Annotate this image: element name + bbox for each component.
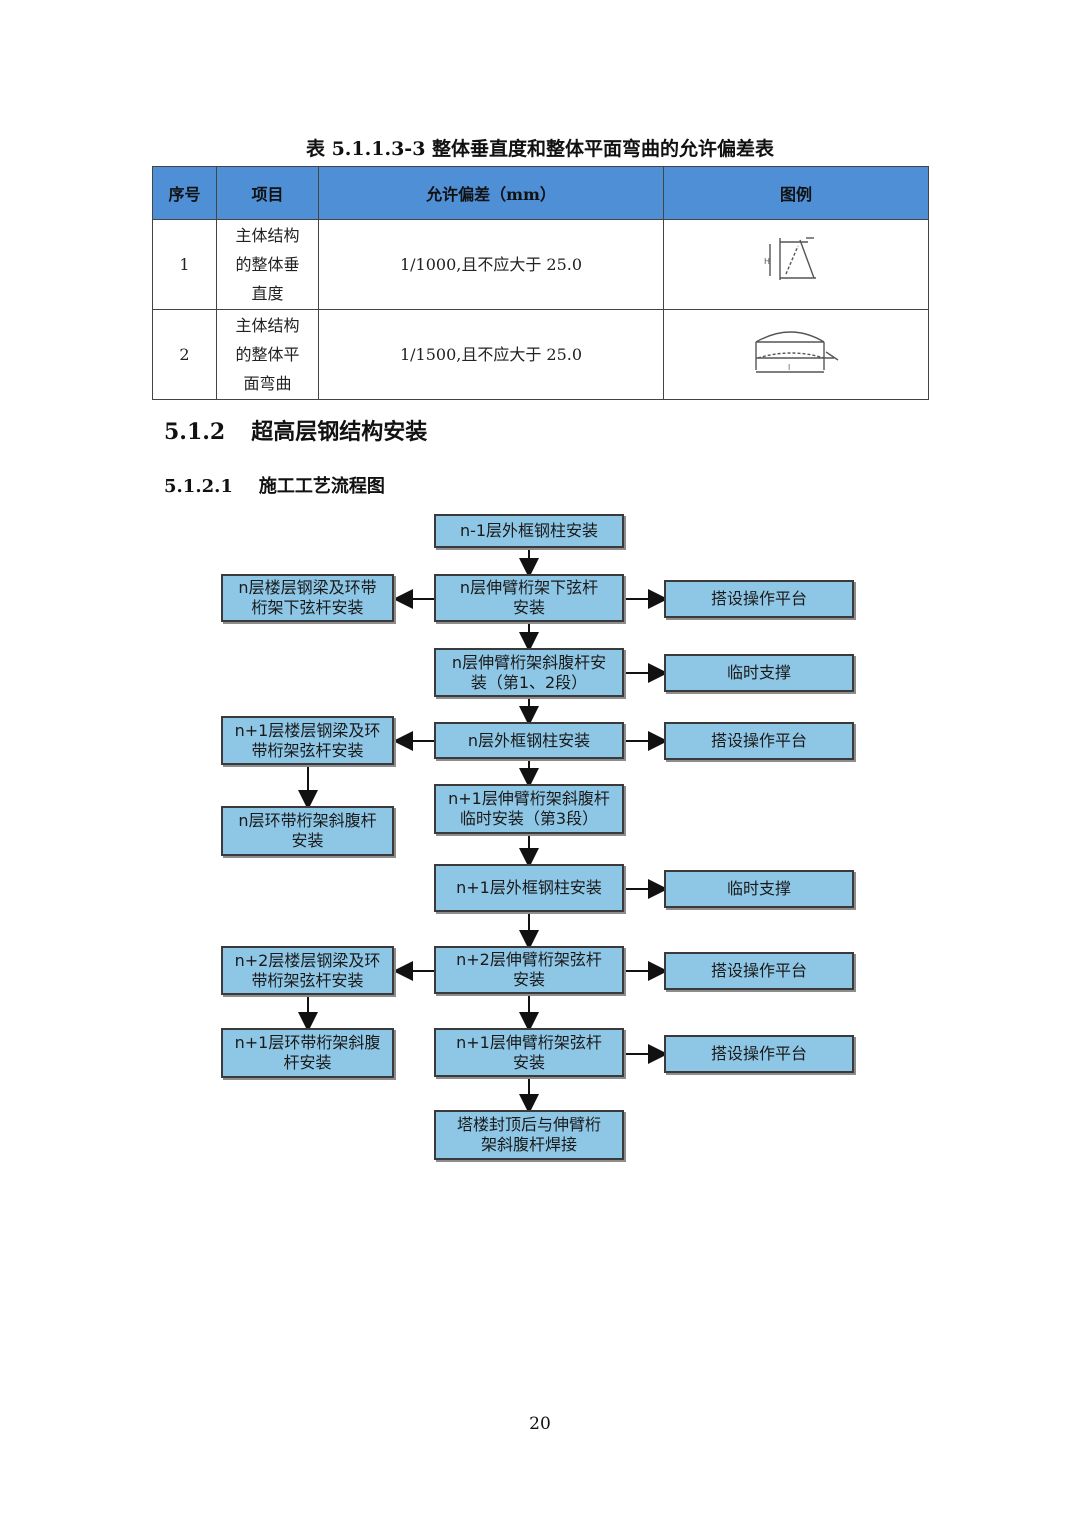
flow-side-step: 搭设操作平台 (664, 722, 854, 760)
flow-step: n+2层伸臂桁架弦杆 安装 (434, 946, 624, 994)
flow-step: n层外框钢柱安装 (434, 722, 624, 759)
vertical-deviation-diagram: H (764, 237, 816, 280)
flow-step: n+1层伸臂桁架弦杆 安装 (434, 1028, 624, 1077)
svg-text:H: H (764, 257, 770, 266)
flow-step: n+1层外框钢柱安装 (434, 864, 624, 912)
flow-side-step: 搭设操作平台 (664, 952, 854, 990)
table-row: 1 主体结构 的整体垂 直度 1/1000,且不应大于 25.0 H (152, 219, 929, 310)
subsection-number: 5.1.2.1 (164, 476, 233, 497)
table-header-row: 序号 项目 允许偏差（mm） 图例 (152, 166, 929, 220)
flow-side-step: n+1层楼层钢梁及环 带桁架弦杆安装 (221, 716, 394, 765)
table-title: 表 5.1.1.3-3 整体垂直度和整体平面弯曲的允许偏差表 (305, 138, 775, 160)
flow-side-step: n+1层环带桁架斜腹 杆安装 (221, 1028, 394, 1078)
flow-step: n+1层伸臂桁架斜腹杆 临时安装（第3段） (434, 784, 624, 834)
row-item: 主体结构 的整体垂 直度 (216, 219, 319, 310)
row-no: 1 (152, 219, 217, 310)
section-number: 5.1.2 (164, 419, 226, 445)
flow-side-step: n层环带桁架斜腹杆 安装 (221, 806, 394, 856)
flow-step: n层伸臂桁架下弦杆 安装 (434, 574, 624, 622)
flow-side-step: n层楼层钢梁及环带 桁架下弦杆安装 (221, 574, 394, 622)
flow-step: n层伸臂桁架斜腹杆安 装（第1、2段） (434, 648, 624, 697)
tolerance-table: 序号 项目 允许偏差（mm） 图例 1 主体结构 的整体垂 直度 1/1000,… (152, 166, 929, 400)
table-row: 2 主体结构 的整体平 面弯曲 1/1500,且不应大于 25.0 l (152, 309, 929, 400)
flow-step: 塔楼封顶后与伸臂桁 架斜腹杆焊接 (434, 1110, 624, 1160)
flow-side-step: 临时支撑 (664, 870, 854, 908)
flow-step: n-1层外框钢柱安装 (434, 514, 624, 548)
subsection-heading: 5.1.2.1 施工工艺流程图 (164, 472, 385, 498)
plane-bending-diagram: l (755, 331, 839, 373)
flow-side-step: 搭设操作平台 (664, 580, 854, 618)
flow-side-step: 搭设操作平台 (664, 1035, 854, 1073)
section-title: 超高层钢结构安装 (251, 419, 428, 445)
header-tolerance: 允许偏差（mm） (318, 166, 664, 220)
page-number: 20 (529, 1414, 551, 1434)
svg-text:l: l (788, 363, 790, 372)
row-tolerance: 1/1000,且不应大于 25.0 (318, 219, 664, 310)
row-no: 2 (152, 309, 217, 400)
row-figure: l (663, 309, 929, 400)
flow-side-step: 临时支撑 (664, 654, 854, 692)
subsection-title: 施工工艺流程图 (258, 476, 385, 497)
row-tolerance: 1/1500,且不应大于 25.0 (318, 309, 664, 400)
header-figure: 图例 (663, 166, 929, 220)
section-heading: 5.1.2 超高层钢结构安装 (164, 414, 427, 446)
header-item: 项目 (216, 166, 319, 220)
flow-side-step: n+2层楼层钢梁及环 带桁架弦杆安装 (221, 946, 394, 995)
row-figure: H (663, 219, 929, 310)
